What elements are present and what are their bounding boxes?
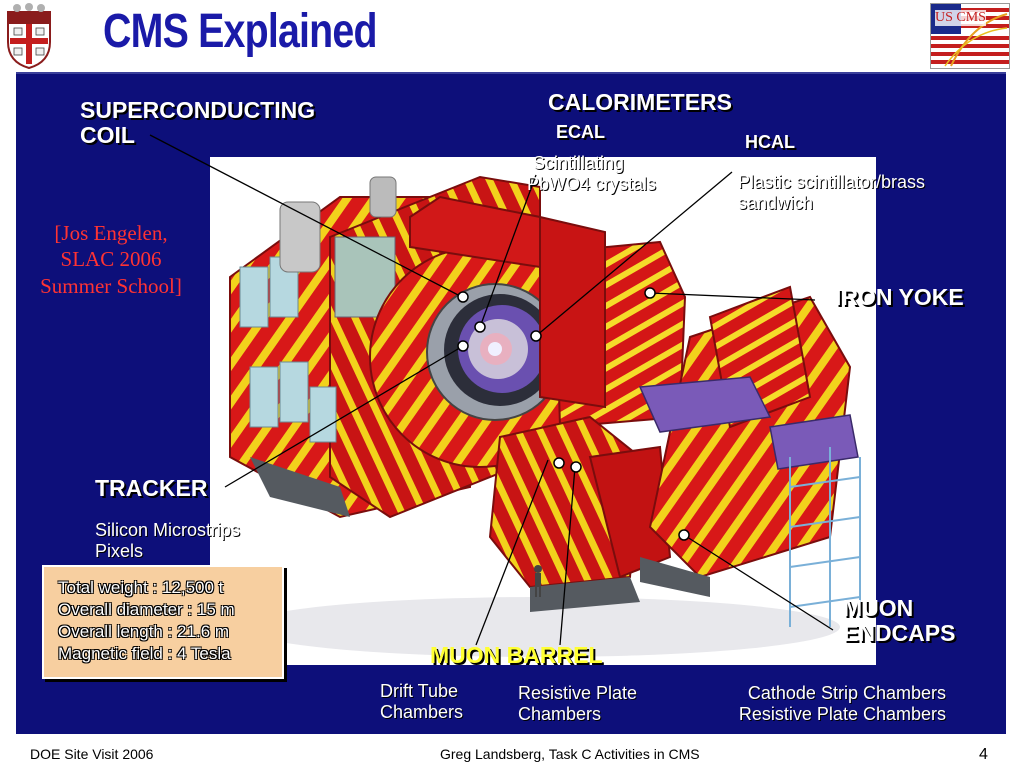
label-muon-endcaps: MUON ENDCAPS (843, 595, 956, 647)
label-cathode-strip-chambers: Cathode Strip Chambers Resistive Plate C… (738, 683, 946, 724)
label-superconducting-coil: SUPERCONDUCTING COIL (80, 97, 316, 149)
label-tracker-description: Silicon Microstrips Pixels (95, 520, 241, 561)
page-number: 4 (979, 746, 988, 763)
label-muon-barrel: MUON BARREL (430, 642, 603, 668)
label-calorimeters: CALORIMETERS (548, 89, 732, 115)
label-iron-yoke: IRON YOKE (835, 284, 964, 310)
spec-overall-diameter: Overall diameter : 15 m (58, 600, 235, 620)
citation: [Jos Engelen, SLAC 2006 Summer School] (40, 221, 182, 298)
label-hcal-description: Plastic scintillator/brass sandwich (738, 172, 926, 213)
label-drift-tube-chambers: Drift Tube Chambers (380, 681, 464, 722)
label-hcal: HCAL (745, 132, 795, 152)
footer-left: DOE Site Visit 2006 (30, 746, 154, 762)
spec-magnetic-field: Magnetic field : 4 Tesla (58, 644, 231, 664)
label-resistive-plate-chambers: Resistive Plate Chambers (518, 683, 638, 724)
spec-total-weight: Total weight : 12,500 t (58, 578, 224, 597)
us-cms-logo: US CMS (930, 3, 1010, 69)
university-crest-logo (2, 2, 56, 70)
footer-center: Greg Landsberg, Task C Activities in CMS (440, 746, 700, 762)
cms-detector-illustration (210, 157, 876, 665)
label-tracker: TRACKER (95, 475, 208, 501)
label-ecal: ECAL (556, 122, 605, 142)
specs-box: Total weight : 12,500 t Overall diameter… (42, 565, 284, 679)
label-ecal-description: Scintillating PbWO4 crystals (527, 153, 657, 194)
spec-overall-length: Overall length : 21.6 m (58, 622, 230, 642)
slide-title: CMS Explained (103, 5, 377, 58)
us-cms-logo-text: US CMS (935, 10, 986, 26)
